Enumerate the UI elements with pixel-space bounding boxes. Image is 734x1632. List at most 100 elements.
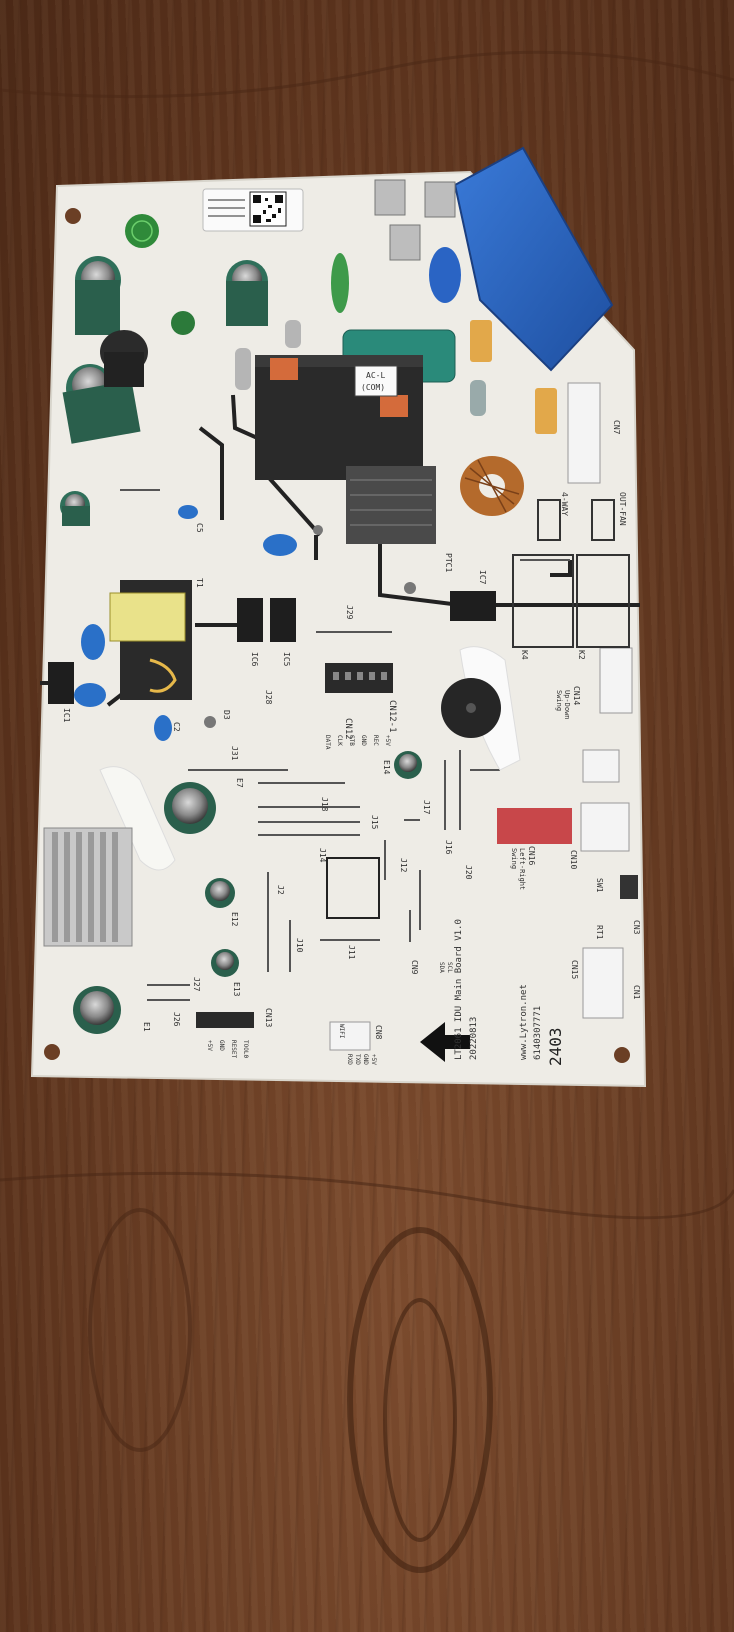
label-ptc1: PTC1 (444, 553, 453, 573)
board-date-text: 20220813 (469, 1016, 479, 1060)
silk-clk: CLK (336, 735, 343, 746)
label-j16: J16 (444, 840, 453, 855)
label-k4: K4 (520, 650, 529, 660)
silk-leftright: Left-Right (518, 848, 526, 891)
silk-cn8-txd: TXD (354, 1054, 361, 1065)
label-j10: J10 (295, 938, 304, 953)
varistor-green-small (171, 311, 195, 335)
switch-sw1 (620, 875, 638, 899)
heatsink (43, 827, 133, 947)
label-c2: C2 (172, 722, 181, 732)
label-cn3: CN3 (632, 920, 641, 935)
relay-outlines (512, 499, 630, 648)
silk-cn8-rxd: RXD (346, 1054, 353, 1065)
mount-hole (614, 1047, 630, 1063)
relay-grey (346, 466, 436, 544)
resistors (235, 320, 486, 416)
mount-hole (65, 208, 81, 224)
buzzer (441, 646, 521, 771)
label-ic7: IC7 (478, 570, 487, 585)
qr-sticker (202, 188, 304, 232)
label-j12: J12 (399, 858, 408, 873)
label-cn16: CN16 (527, 846, 536, 866)
label-j11: J11 (347, 945, 356, 960)
label-e13: E13 (232, 982, 241, 997)
label-e7: E7 (235, 778, 244, 788)
label-e14: E14 (382, 760, 391, 775)
label-j15: J15 (370, 815, 379, 830)
label-ic5: IC5 (282, 652, 291, 667)
label-j28: J28 (264, 690, 273, 705)
silk-cn13-gnd: GND (218, 1040, 225, 1051)
label-ic6: IC6 (250, 652, 259, 667)
ac-sticker-line1: AC-L (366, 371, 386, 380)
label-e1: E1 (142, 1022, 151, 1032)
arrow-mark (420, 1022, 470, 1062)
silk-data: DATA (324, 735, 331, 750)
label-cn7: CN7 (612, 420, 621, 435)
silk-wifi: WIFI (338, 1024, 345, 1039)
silk-cn12-gnd: GND (360, 735, 367, 746)
x-capacitor-blue (429, 146, 614, 372)
silk-reset: RESET (230, 1040, 237, 1059)
label-j31: J31 (230, 746, 239, 761)
white-connectors (329, 382, 633, 1051)
label-j20: J20 (464, 865, 473, 880)
toroid-coil (460, 456, 524, 516)
label-j14: J14 (318, 848, 327, 863)
silk-sda: SDA (438, 962, 445, 973)
label-t1: T1 (195, 578, 204, 588)
label-j29: J29 (345, 605, 354, 620)
wood-knots (0, 50, 734, 1573)
label-k2: K2 (577, 650, 586, 660)
black-connector (196, 1012, 254, 1028)
label-cn14: CN14 (572, 686, 581, 706)
label-4way: 4-WAY (560, 492, 569, 517)
varistor-green (125, 214, 159, 248)
board-partno-text: 6140307771 (533, 1005, 543, 1060)
label-c5: C5 (195, 523, 204, 533)
pcb-board (30, 170, 647, 1088)
silk-lines (40, 394, 640, 707)
silk-cn12-5v: +5V (384, 735, 391, 746)
silk-cn8-5v: +5V (370, 1054, 377, 1065)
label-rt1: RT1 (595, 925, 604, 940)
label-e12: E12 (230, 912, 239, 927)
label-cn13: CN13 (264, 1008, 273, 1028)
silk-stb: STB (348, 735, 355, 746)
ceramic-cap (535, 388, 557, 434)
label-cn8: CN8 (374, 1025, 383, 1040)
silk-thin (120, 489, 570, 1001)
label-cn12-1: CN12-1 (387, 700, 397, 733)
silk-swing-1: Swing (555, 690, 563, 712)
silk-updown: Up-Down (563, 690, 571, 720)
terminals (374, 179, 456, 261)
transformer-t1 (109, 580, 192, 700)
handwritten-2403: 2403 (546, 1027, 565, 1066)
relay-main (255, 355, 423, 480)
label-j26: J26 (172, 1012, 181, 1027)
label-j17: J17 (422, 800, 431, 815)
label-j18: J18 (320, 797, 329, 812)
label-sw1: SW1 (595, 878, 604, 893)
label-cn15: CN15 (570, 960, 579, 980)
ceramic-cap (470, 320, 492, 362)
ac-sticker-line2: (COM) (361, 383, 386, 392)
board-website-text: www.Lytron.net (519, 984, 529, 1060)
label-out-fan: OUT-FAN (618, 492, 627, 526)
label-cn1: CN1 (632, 985, 641, 1000)
silk-scl: SCL (446, 962, 453, 973)
silk-rec: REC (372, 735, 379, 746)
red-connector (497, 808, 572, 844)
silk-swing-2: Swing (510, 848, 518, 870)
mount-hole (44, 1044, 60, 1060)
label-j2: J2 (276, 885, 285, 895)
glue-blob (99, 766, 176, 871)
silk-cn13-5v: +5V (206, 1040, 213, 1051)
label-d3: D3 (222, 710, 231, 720)
ac-sticker (354, 365, 398, 397)
silk-cn8-gnd: GND (362, 1054, 369, 1065)
silk-tool0: TOOL0 (242, 1040, 249, 1059)
